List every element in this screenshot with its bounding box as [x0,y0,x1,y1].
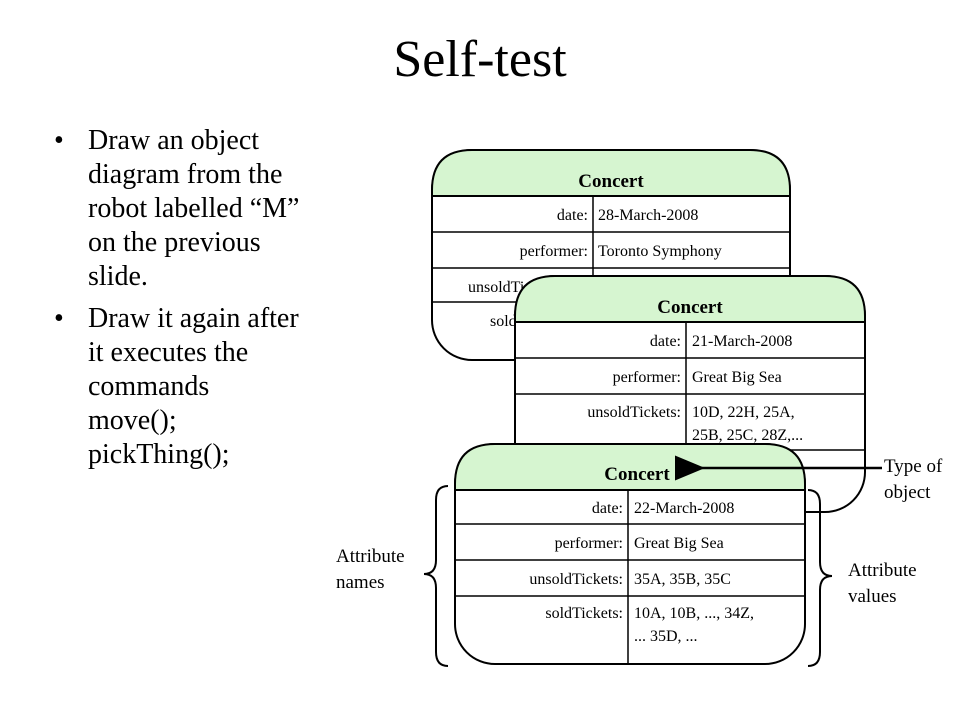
attribute-name: performer: [555,535,623,552]
attribute-name: date: [650,333,681,350]
class-name: Concert [657,297,723,318]
attribute-names-brace [423,485,449,667]
attribute-names-label: Attribute [336,546,405,567]
attribute-name: soldTickets: [545,605,623,622]
attribute-names-label: names [336,572,385,593]
attribute-name: date: [592,500,623,517]
attribute-name: unsoldTickets: [529,571,623,588]
attribute-name: date: [557,207,588,224]
bullet-line: commands [88,371,210,402]
concert-object-3: Concert date: 22-March-2008 performer: G… [454,443,806,665]
attribute-value: 10A, 10B, ..., 34Z, [634,605,754,622]
bullet-list: Draw an object diagram from the robot la… [48,124,388,480]
class-name: Concert [578,171,644,192]
attribute-value: ... 35D, ... [634,628,698,645]
attribute-name: performer: [613,369,681,386]
attribute-value: 22-March-2008 [634,500,734,517]
attribute-values-label: Attribute [848,560,917,581]
attribute-value: Great Big Sea [634,535,724,552]
attribute-name: unsoldTi [468,279,525,296]
attribute-name: unsoldTickets: [587,404,681,421]
class-name: Concert [604,464,670,485]
attribute-value: 10D, 22H, 25A, [692,404,795,421]
attribute-values-brace [807,489,833,667]
bullet-line: move(); [88,405,177,436]
type-of-object-label: Type of [884,456,943,477]
slide-title: Self-test [393,31,567,88]
bullet-item: Draw an object diagram from the robot la… [48,124,388,294]
attribute-value: 25B, 25C, 28Z,... [692,427,803,444]
attribute-value: 35A, 35B, 35C [634,571,731,588]
attribute-value: Great Big Sea [692,369,782,386]
type-of-object-label: object [884,482,931,503]
bullet-line: it executes the [88,337,249,368]
bullet-line: slide. [88,261,148,292]
bullet-line: robot labelled “M” [88,193,300,224]
bullet-item: Draw it again after it executes the comm… [48,302,388,472]
bullet-line: Draw it again after [88,303,299,334]
bullet-line: on the previous [88,227,261,258]
attribute-name: performer: [520,243,588,260]
bullet-line: pickThing(); [88,439,230,470]
attribute-values-label: values [848,586,897,607]
attribute-value: 21-March-2008 [692,333,792,350]
attribute-value: Toronto Symphony [598,243,722,260]
bullet-line: Draw an object [88,125,260,156]
attribute-value: 28-March-2008 [598,207,698,224]
bullet-line: diagram from the [88,159,283,190]
